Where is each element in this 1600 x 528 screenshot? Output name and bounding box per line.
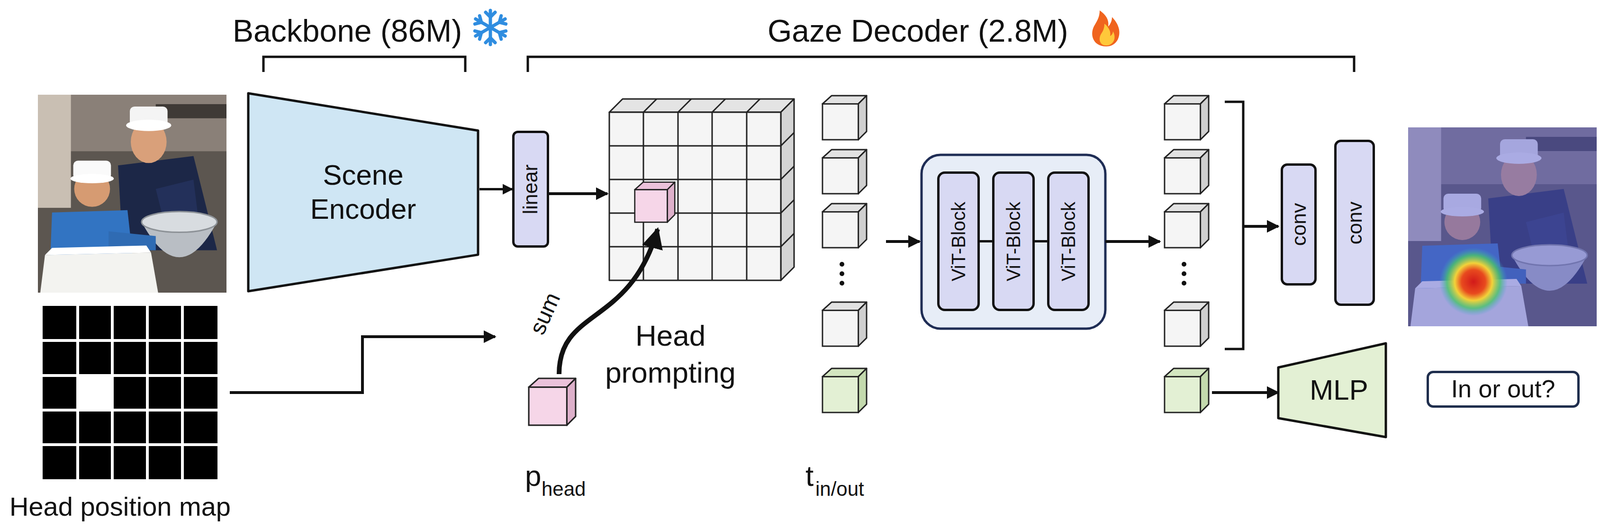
label-text: t <box>805 459 814 493</box>
transformer-container <box>921 154 1106 329</box>
p-head-subscript: head <box>541 477 586 502</box>
input-photo <box>37 94 227 293</box>
head-position-map <box>42 306 218 480</box>
encoder-trapezoid: Scene Encoder <box>246 91 480 293</box>
output-tokens <box>1164 95 1209 413</box>
node-text: Scene Encoder <box>282 158 444 227</box>
head-map-label: Head position map <box>9 490 231 523</box>
node-text: In or out? <box>1451 374 1556 404</box>
label-text: Head prompting <box>605 319 736 389</box>
head-prompt-cube <box>528 378 576 426</box>
label-text: Gaze Decoder (2.8M) <box>767 13 1069 49</box>
sum-label: sum <box>523 288 567 339</box>
t-token-base: t <box>805 458 814 494</box>
decoder-label: Gaze Decoder (2.8M) <box>767 12 1069 50</box>
label-text: Backbone (86M) <box>232 13 462 49</box>
label-text: in/out <box>815 478 865 501</box>
conv-box: conv <box>1334 139 1375 307</box>
node-text: MLP <box>1309 373 1368 408</box>
node-text: ViT-Block <box>1002 201 1025 281</box>
decoder-bracket <box>527 56 1355 73</box>
mlp-trapezoid: MLP <box>1276 342 1388 439</box>
node-text: conv <box>1342 201 1367 245</box>
vit-block: ViT-Block <box>1047 171 1090 312</box>
in-out-box: In or out? <box>1426 370 1580 408</box>
connector <box>1034 240 1048 243</box>
connector <box>479 188 513 191</box>
trainable-icon <box>1092 10 1120 47</box>
output-heatmap <box>1408 127 1597 327</box>
t-token-subscript: in/out <box>815 477 865 502</box>
node-text: ViT-Block <box>1057 201 1080 281</box>
token-bracket <box>1224 101 1244 350</box>
label-text: sum <box>524 289 565 339</box>
conv-box: conv <box>1280 163 1317 286</box>
node-outline <box>246 91 480 293</box>
node-text: conv <box>1286 203 1311 247</box>
label-text: p <box>524 459 542 493</box>
connector <box>979 240 993 243</box>
linear-box: linear <box>512 130 550 248</box>
input-tokens <box>822 95 867 413</box>
vit-block: ViT-Block <box>937 171 980 312</box>
backbone-label: Backbone (86M) <box>232 12 462 50</box>
feature-grid <box>609 99 795 281</box>
frozen-icon <box>473 10 508 45</box>
label-text: head <box>541 478 586 501</box>
label-text: Head position map <box>9 491 231 522</box>
p-head-base: p <box>524 458 542 494</box>
node-text: ViT-Block <box>947 201 970 281</box>
head-prompting-label: Head prompting <box>594 317 747 391</box>
backbone-bracket <box>263 56 466 73</box>
node-text: linear <box>518 164 543 215</box>
head-token-in-grid <box>634 182 675 223</box>
vit-block: ViT-Block <box>992 171 1035 312</box>
